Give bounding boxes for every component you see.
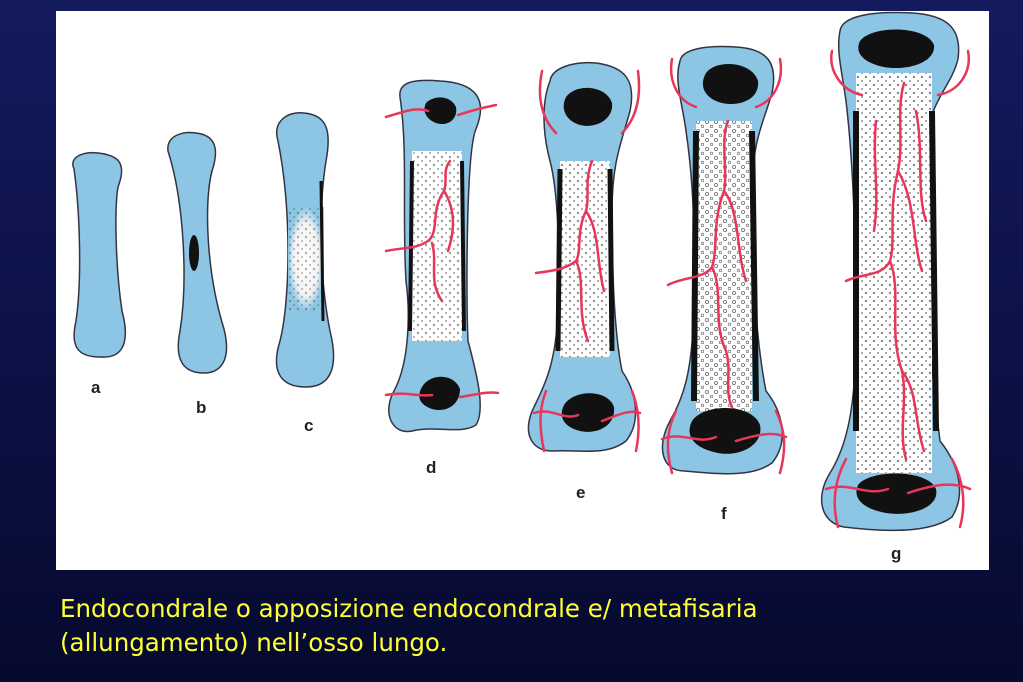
label-c: c <box>304 416 313 435</box>
label-a: a <box>91 378 101 397</box>
slide-caption: Endocondrale o apposizione endocondrale … <box>60 592 1000 660</box>
label-e: e <box>576 483 585 502</box>
stage-a-bone <box>72 151 126 358</box>
label-g: g <box>891 544 901 563</box>
stage-f-bone <box>660 45 788 475</box>
label-b: b <box>196 398 206 417</box>
stage-b-bone <box>167 131 228 374</box>
caption-line-1: Endocondrale o apposizione endocondrale … <box>60 594 758 623</box>
caption-line-2: (allungamento) nell’osso lungo. <box>60 628 448 657</box>
label-d: d <box>426 458 436 477</box>
stage-g-bone <box>820 11 972 532</box>
stage-d-bone <box>384 79 500 433</box>
stage-e-bone <box>527 61 642 453</box>
label-f: f <box>721 504 727 523</box>
stage-c-bone <box>275 112 335 388</box>
bone-development-figure: a b c d e f g <box>56 11 989 570</box>
